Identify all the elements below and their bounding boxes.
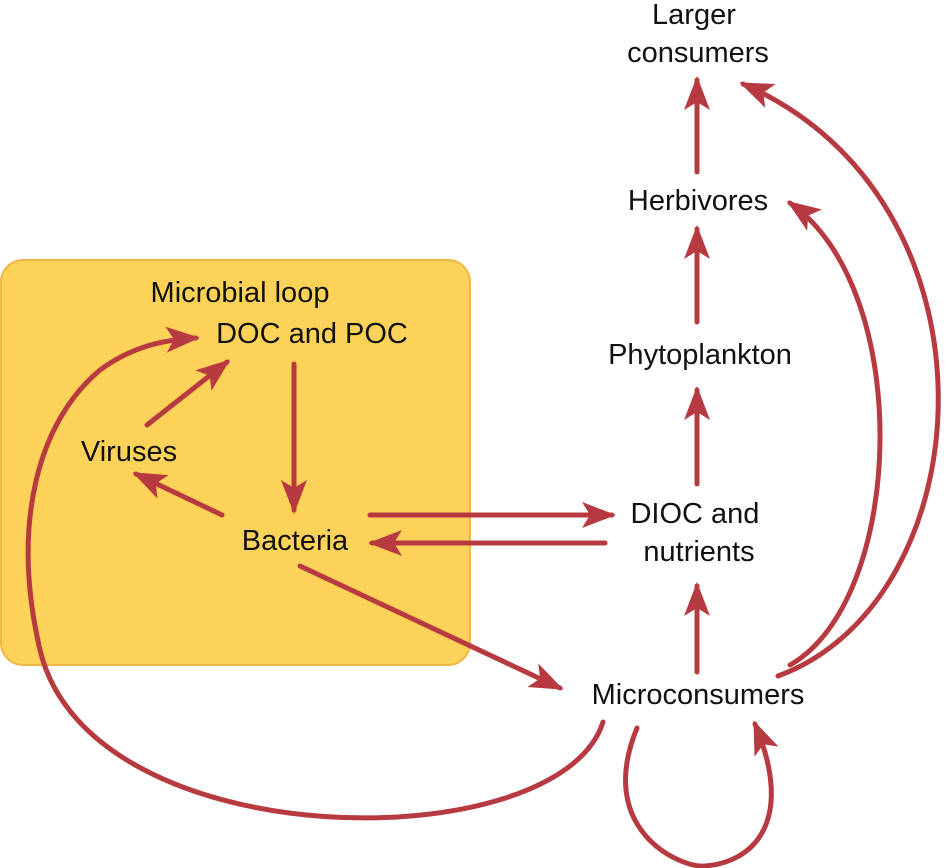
region-label: Microbial loop <box>151 277 330 309</box>
arrow-microconsumers-to-larger-consumers <box>739 81 941 679</box>
arrow-microconsumers-self-loop <box>623 720 779 868</box>
edges <box>25 76 941 868</box>
node-larger-consumers-line2: consumers <box>627 37 769 69</box>
arrow-microconsumers-to-herbivores <box>786 200 883 668</box>
node-viruses: Viruses <box>81 436 177 468</box>
node-larger-consumers: Larger consumers <box>627 0 769 69</box>
arrow-bacteria-to-microconsumers <box>297 563 564 691</box>
node-bacteria: Bacteria <box>242 525 349 557</box>
node-microconsumers: Microconsumers <box>592 679 805 711</box>
node-larger-consumers-line1: Larger <box>652 0 736 31</box>
node-phytoplankton: Phytoplankton <box>608 339 792 371</box>
arrow-microconsumers-to-doc-poc <box>25 326 606 821</box>
arrow-viruses-to-doc-poc <box>144 359 231 428</box>
node-dioc-nutrients-line1: DIOC and <box>630 498 759 530</box>
node-dioc-nutrients: DIOC and nutrients <box>630 498 767 568</box>
node-dioc-nutrients-line2: nutrients <box>643 536 754 568</box>
node-doc-poc: DOC and POC <box>216 318 408 350</box>
microbial-loop-region <box>0 259 471 666</box>
node-herbivores: Herbivores <box>628 185 768 217</box>
arrow-bacteria-to-viruses <box>132 471 225 518</box>
